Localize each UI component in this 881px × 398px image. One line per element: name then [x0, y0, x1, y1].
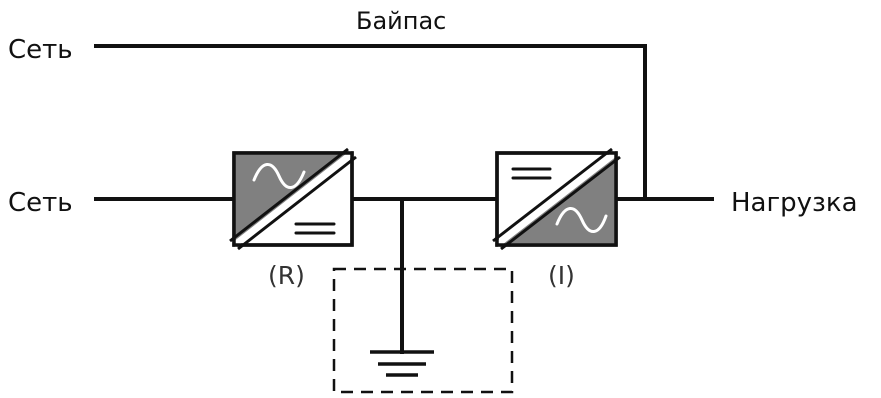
battery-enclosure	[332, 267, 514, 394]
ac-sine-icon	[252, 163, 306, 189]
inverter-block	[492, 147, 621, 251]
ac-sine-icon	[555, 207, 608, 233]
mains-top-label: Сеть	[8, 35, 73, 65]
rectifier-label: (R)	[268, 261, 305, 290]
mains-bottom-label: Сеть	[8, 188, 73, 218]
bypass-line	[94, 44, 647, 201]
load-label: Нагрузка	[731, 188, 858, 218]
inverter-label: (I)	[548, 261, 575, 290]
rectifier-block	[229, 147, 357, 251]
bypass-label: Байпас	[356, 7, 446, 35]
ground-icon	[370, 350, 434, 377]
